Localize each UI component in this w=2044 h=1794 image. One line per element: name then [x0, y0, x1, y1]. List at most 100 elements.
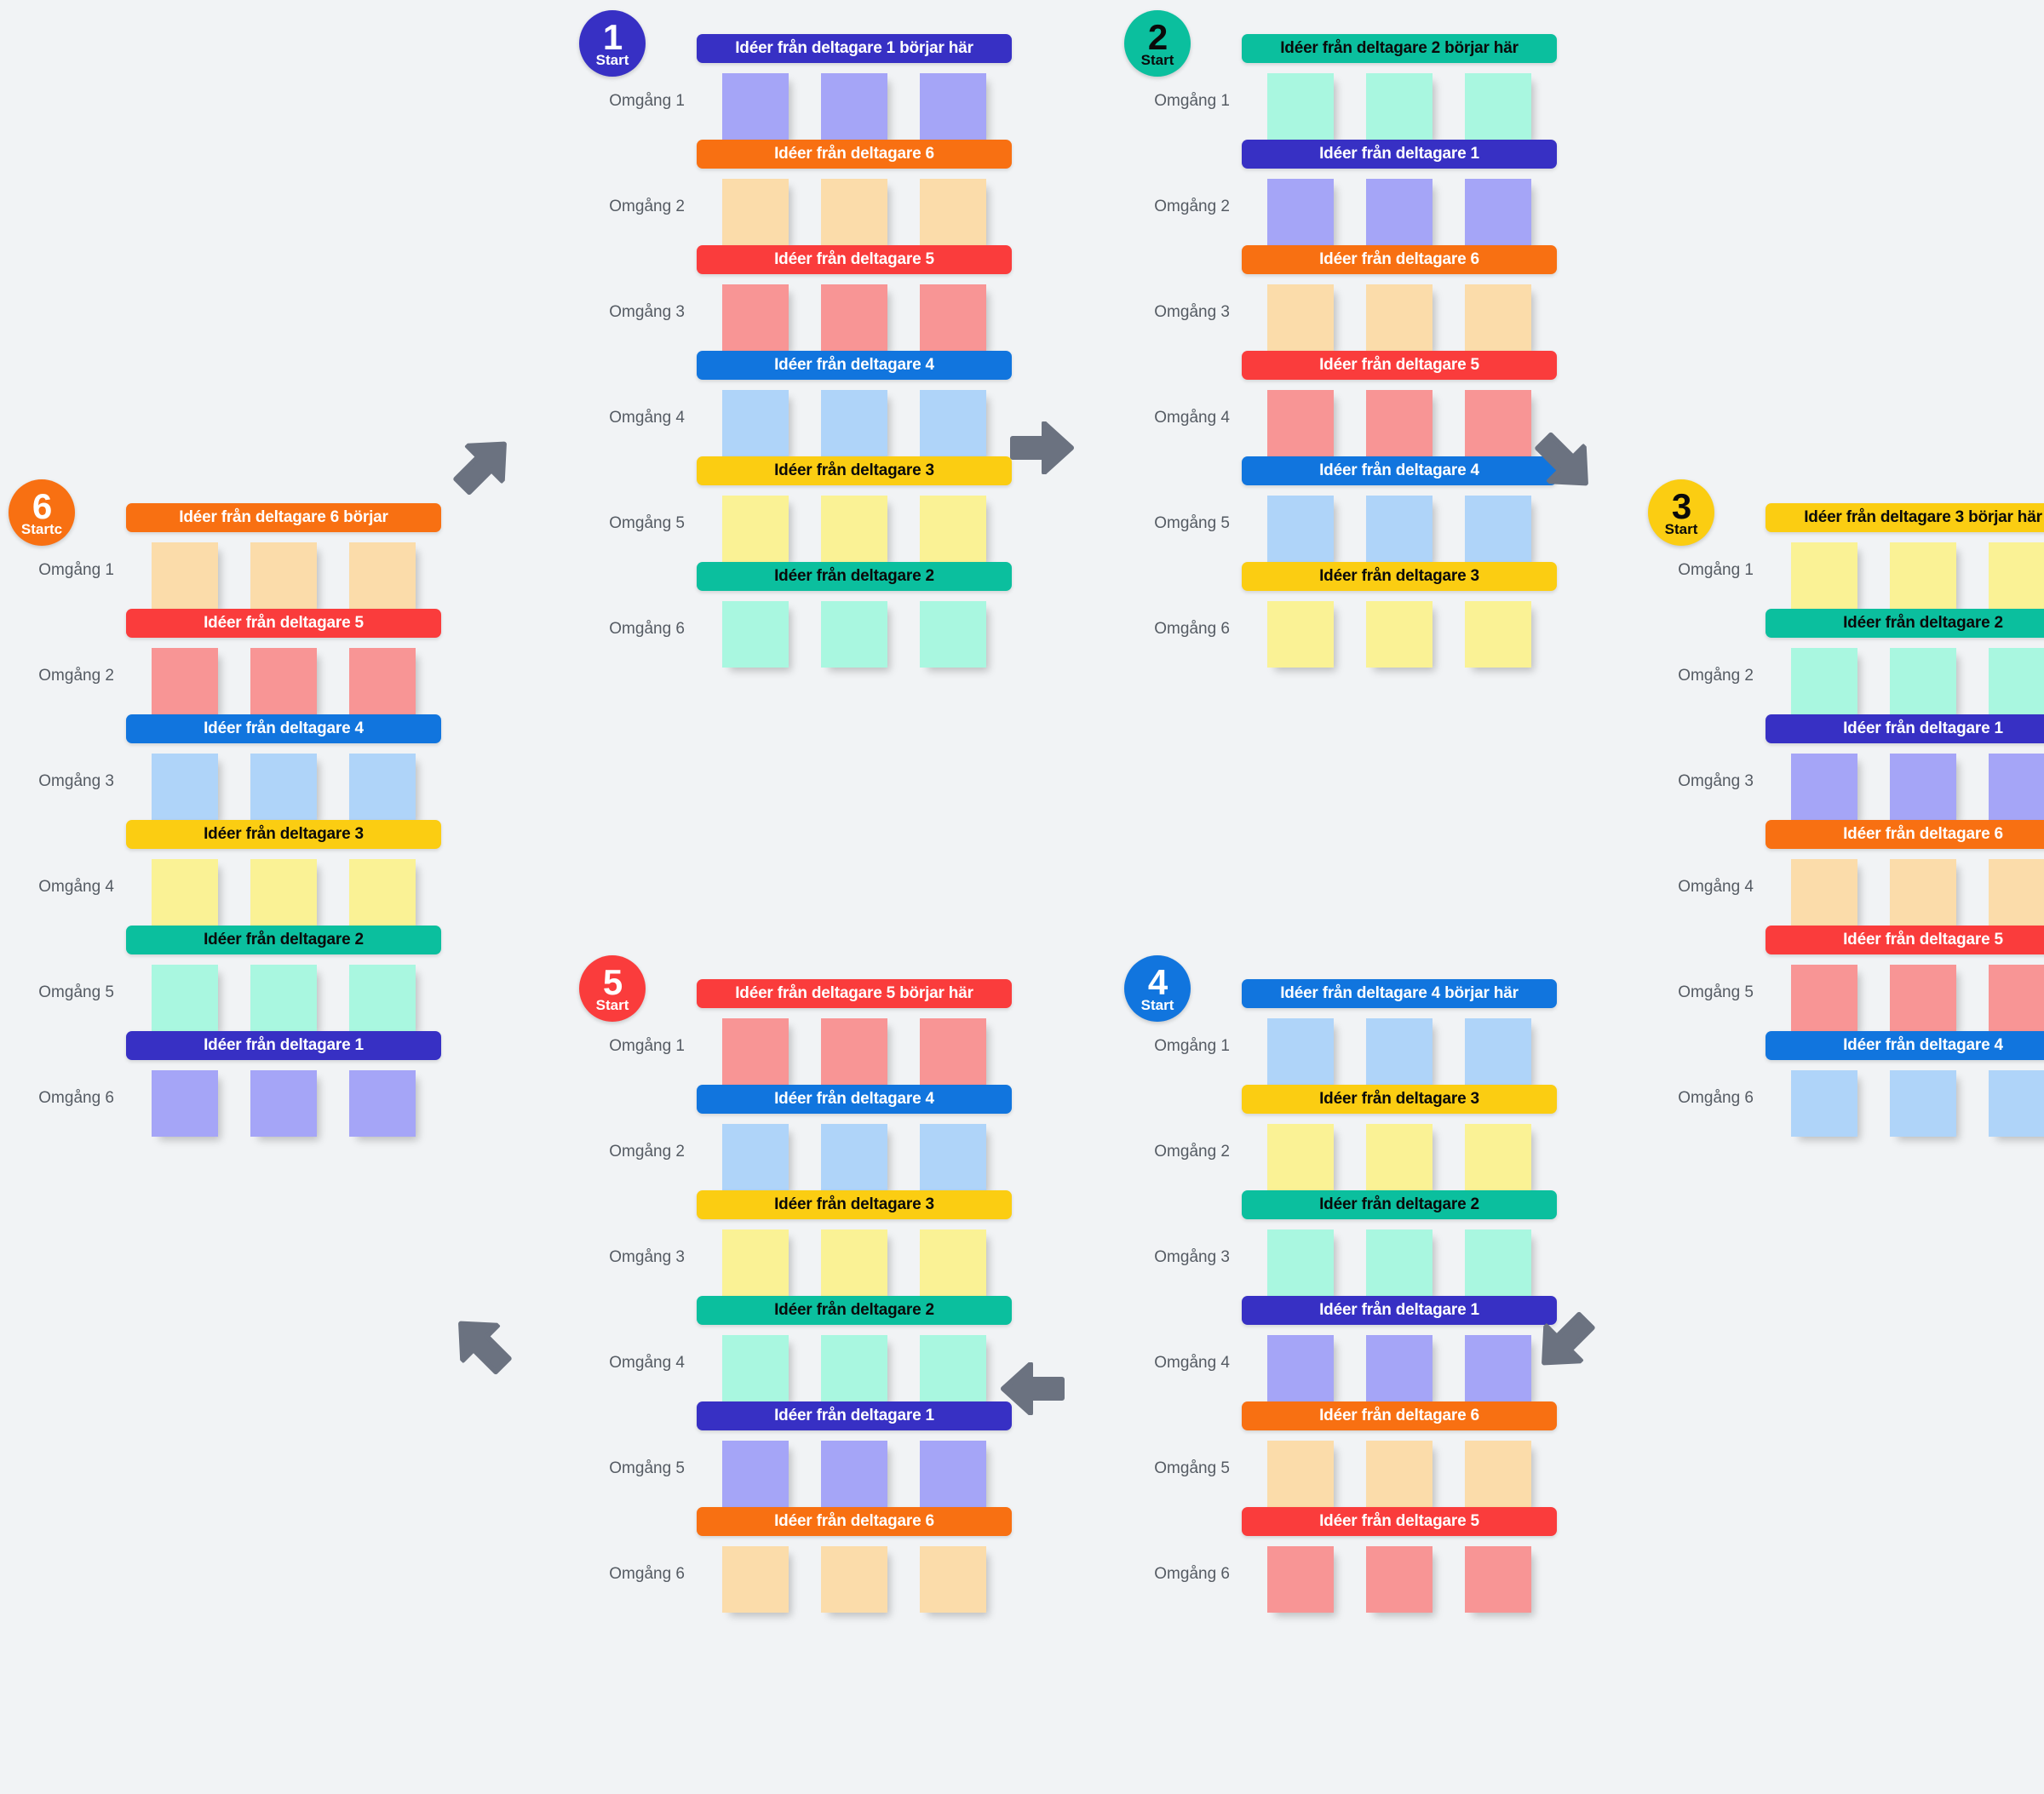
sticky-note[interactable] [1366, 284, 1433, 351]
sticky-note[interactable] [1890, 754, 1956, 820]
sticky-note[interactable] [1267, 1441, 1334, 1507]
sticky-note[interactable] [1465, 1335, 1531, 1401]
sticky-note[interactable] [722, 1335, 789, 1401]
sticky-note[interactable] [821, 496, 887, 562]
sticky-note[interactable] [1267, 1124, 1334, 1190]
sticky-note[interactable] [349, 1070, 416, 1137]
sticky-note[interactable] [1890, 1070, 1956, 1137]
participant-header-1[interactable]: Idéer från deltagare 1 [1766, 714, 2044, 743]
sticky-note[interactable] [1366, 1335, 1433, 1401]
participant-header-6[interactable]: Idéer från deltagare 6 [1766, 820, 2044, 849]
sticky-note[interactable] [821, 1546, 887, 1613]
sticky-note[interactable] [1366, 73, 1433, 140]
sticky-note[interactable] [722, 496, 789, 562]
sticky-note[interactable] [1989, 542, 2044, 609]
sticky-note[interactable] [920, 284, 986, 351]
sticky-note[interactable] [1465, 1018, 1531, 1085]
participant-header-1[interactable]: Idéer från deltagare 1 börjar här [697, 34, 1012, 63]
sticky-note[interactable] [1267, 496, 1334, 562]
sticky-note[interactable] [821, 1229, 887, 1296]
sticky-note[interactable] [1989, 859, 2044, 926]
sticky-note[interactable] [1791, 965, 1857, 1031]
sticky-note[interactable] [1890, 648, 1956, 714]
participant-header-3[interactable]: Idéer från deltagare 3 [697, 1190, 1012, 1219]
participant-header-1[interactable]: Idéer från deltagare 1 [1242, 140, 1557, 169]
sticky-note[interactable] [152, 754, 218, 820]
sticky-note[interactable] [722, 1441, 789, 1507]
sticky-note[interactable] [1791, 859, 1857, 926]
sticky-note[interactable] [1465, 1124, 1531, 1190]
sticky-note[interactable] [1366, 496, 1433, 562]
participant-header-2[interactable]: Idéer från deltagare 2 börjar här [1242, 34, 1557, 63]
sticky-note[interactable] [920, 179, 986, 245]
sticky-note[interactable] [722, 1229, 789, 1296]
sticky-note[interactable] [1890, 859, 1956, 926]
sticky-note[interactable] [152, 965, 218, 1031]
sticky-note[interactable] [1366, 1229, 1433, 1296]
sticky-note[interactable] [1267, 179, 1334, 245]
participant-header-4[interactable]: Idéer från deltagare 4 [697, 1085, 1012, 1114]
sticky-note[interactable] [152, 1070, 218, 1137]
sticky-note[interactable] [920, 601, 986, 668]
sticky-note[interactable] [722, 284, 789, 351]
sticky-note[interactable] [349, 754, 416, 820]
sticky-note[interactable] [1366, 1546, 1433, 1613]
sticky-note[interactable] [349, 965, 416, 1031]
sticky-note[interactable] [1366, 179, 1433, 245]
participant-header-6[interactable]: Idéer från deltagare 6 [697, 1507, 1012, 1536]
sticky-note[interactable] [1465, 1229, 1531, 1296]
sticky-note[interactable] [722, 73, 789, 140]
sticky-note[interactable] [1465, 601, 1531, 668]
sticky-note[interactable] [1366, 1018, 1433, 1085]
participant-header-4[interactable]: Idéer från deltagare 4 [1766, 1031, 2044, 1060]
participant-header-2[interactable]: Idéer från deltagare 2 [1766, 609, 2044, 638]
participant-header-6[interactable]: Idéer från deltagare 6 [1242, 1401, 1557, 1430]
sticky-note[interactable] [920, 1018, 986, 1085]
sticky-note[interactable] [920, 1441, 986, 1507]
sticky-note[interactable] [722, 601, 789, 668]
sticky-note[interactable] [349, 859, 416, 926]
participant-header-6[interactable]: Idéer från deltagare 6 [697, 140, 1012, 169]
sticky-note[interactable] [1989, 1070, 2044, 1137]
sticky-note[interactable] [1791, 1070, 1857, 1137]
sticky-note[interactable] [920, 1124, 986, 1190]
participant-header-1[interactable]: Idéer från deltagare 1 [1242, 1296, 1557, 1325]
participant-header-5[interactable]: Idéer från deltagare 5 [1766, 926, 2044, 954]
sticky-note[interactable] [1267, 601, 1334, 668]
participant-header-5[interactable]: Idéer från deltagare 5 börjar här [697, 979, 1012, 1008]
participant-header-2[interactable]: Idéer från deltagare 2 [697, 562, 1012, 591]
participant-header-2[interactable]: Idéer från deltagare 2 [126, 926, 441, 954]
participant-header-5[interactable]: Idéer från deltagare 5 [126, 609, 441, 638]
participant-header-5[interactable]: Idéer från deltagare 5 [697, 245, 1012, 274]
sticky-note[interactable] [1267, 1018, 1334, 1085]
sticky-note[interactable] [1465, 73, 1531, 140]
participant-header-3[interactable]: Idéer från deltagare 3 [1242, 1085, 1557, 1114]
sticky-note[interactable] [1890, 542, 1956, 609]
participant-header-4[interactable]: Idéer från deltagare 4 [697, 351, 1012, 380]
sticky-note[interactable] [920, 496, 986, 562]
sticky-note[interactable] [821, 1018, 887, 1085]
participant-header-1[interactable]: Idéer från deltagare 1 [697, 1401, 1012, 1430]
sticky-note[interactable] [1989, 754, 2044, 820]
sticky-note[interactable] [1465, 284, 1531, 351]
sticky-note[interactable] [821, 73, 887, 140]
sticky-note[interactable] [821, 179, 887, 245]
participant-header-6[interactable]: Idéer från deltagare 6 [1242, 245, 1557, 274]
participant-header-4[interactable]: Idéer från deltagare 4 börjar här [1242, 979, 1557, 1008]
sticky-note[interactable] [722, 390, 789, 456]
participant-header-5[interactable]: Idéer från deltagare 5 [1242, 1507, 1557, 1536]
participant-header-3[interactable]: Idéer från deltagare 3 [697, 456, 1012, 485]
sticky-note[interactable] [920, 390, 986, 456]
sticky-note[interactable] [1465, 1546, 1531, 1613]
sticky-note[interactable] [349, 542, 416, 609]
sticky-note[interactable] [1366, 1441, 1433, 1507]
sticky-note[interactable] [250, 965, 317, 1031]
sticky-note[interactable] [1267, 1229, 1334, 1296]
participant-header-4[interactable]: Idéer från deltagare 4 [126, 714, 441, 743]
